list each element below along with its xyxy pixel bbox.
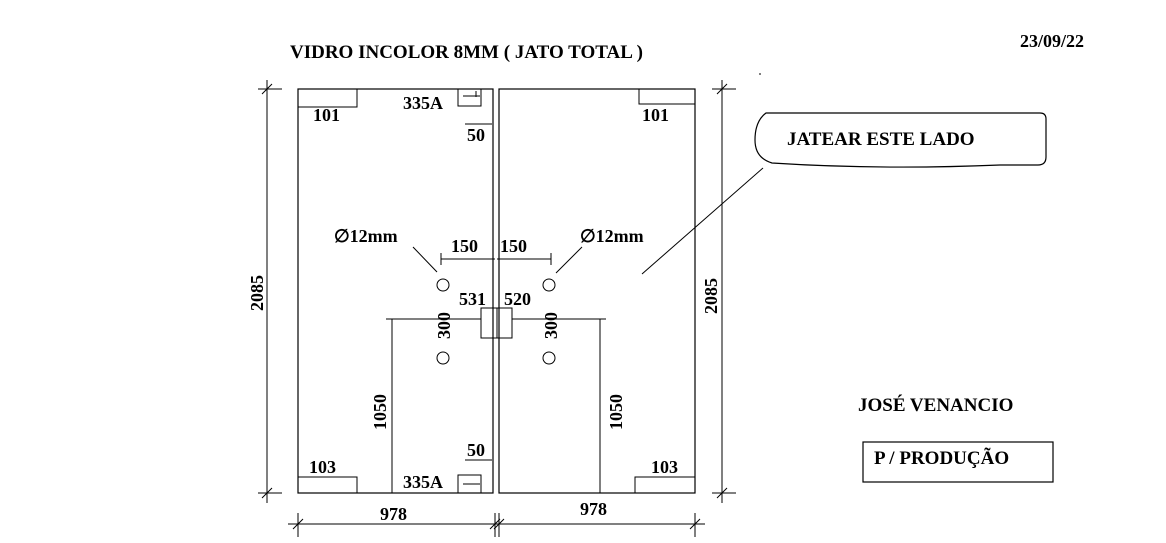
right-handle-height: 1050 (606, 394, 626, 430)
left-top-hinge-offset: 50 (467, 125, 485, 145)
right-top-corner-fitting (638, 89, 695, 105)
left-hole-leader (412, 246, 438, 273)
right-top-corner-label: 101 (642, 105, 669, 125)
left-bottom-corner-label: 103 (309, 457, 336, 477)
note-leader (641, 167, 764, 275)
left-hole-edge-distance: 150 (451, 236, 478, 256)
left-top-corner-label: 101 (313, 105, 340, 125)
left-top-corner-fitting (298, 89, 358, 108)
right-hole-top (542, 278, 556, 292)
right-bottom-corner-label: 103 (651, 457, 678, 477)
left-bottom-hinge-cutout (457, 474, 482, 493)
right-hole-diameter-label: ∅12mm (580, 226, 644, 246)
left-width-label: 978 (380, 504, 407, 524)
right-hole-leader (555, 246, 583, 274)
left-bottom-hinge-label: 335A (403, 472, 443, 492)
left-height-label: 2085 (247, 275, 267, 311)
purpose-box (862, 441, 1054, 483)
note-bubble (754, 112, 1047, 168)
left-hole-bottom (436, 351, 450, 365)
right-hole-bottom (542, 351, 556, 365)
left-bottom-hinge-offset: 50 (467, 440, 485, 460)
client-name: JOSÉ VENANCIO (858, 394, 1013, 416)
left-hole-top (436, 278, 450, 292)
right-bottom-corner-fitting (634, 476, 695, 493)
drawing-date: 23/09/22 (1020, 31, 1084, 51)
left-hole-spacing: 300 (434, 312, 454, 339)
left-handle-height: 1050 (370, 394, 390, 430)
drawing-title: VIDRO INCOLOR 8MM ( JATO TOTAL ) (290, 42, 643, 63)
left-glass-panel (297, 88, 494, 494)
left-handle-code: 531 (459, 289, 486, 309)
left-top-hinge-cutout (457, 89, 482, 107)
right-height-label: 2085 (701, 278, 721, 314)
note-bubble-text: JATEAR ESTE LADO (787, 129, 975, 150)
left-bottom-corner-fitting (298, 476, 358, 493)
left-hole-diameter-label: ∅12mm (334, 226, 398, 246)
right-width-label: 978 (580, 499, 607, 519)
left-top-hinge-label: 335A (403, 93, 443, 113)
right-hole-spacing: 300 (541, 312, 561, 339)
purpose-box-label: P / PRODUÇÃO (874, 447, 1009, 469)
right-handle-code: 520 (504, 289, 531, 309)
right-hole-edge-distance: 150 (500, 236, 527, 256)
right-glass-panel (498, 88, 696, 494)
